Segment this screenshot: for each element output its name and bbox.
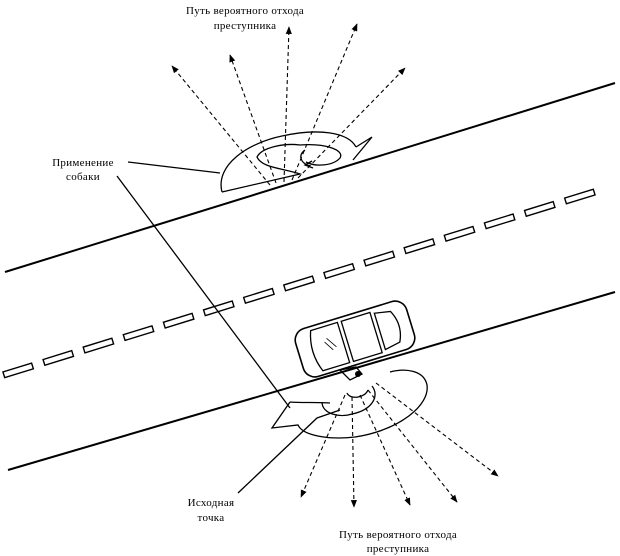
center-dash bbox=[483, 213, 516, 230]
escape-arrow bbox=[229, 54, 277, 184]
escape-arrow bbox=[300, 394, 346, 498]
start-label-line2: точка bbox=[198, 512, 225, 524]
center-dash bbox=[122, 324, 155, 342]
road-edge-lower bbox=[7, 291, 616, 471]
dog-label-line1: Применение bbox=[52, 157, 114, 169]
center-dash bbox=[523, 200, 556, 218]
center-dash bbox=[323, 262, 356, 280]
center-dash bbox=[443, 225, 476, 242]
escape-arrow bbox=[297, 67, 406, 179]
center-dash bbox=[202, 300, 235, 317]
center-dash bbox=[162, 312, 195, 329]
center-dash bbox=[563, 188, 596, 205]
escape-arrow bbox=[375, 382, 499, 477]
top-path-label-line2: преступника bbox=[214, 20, 277, 32]
top-tracking-sweep bbox=[220, 131, 373, 193]
top-path-label-line1: Путь вероятного отхода bbox=[186, 5, 304, 17]
center-dash bbox=[82, 337, 115, 354]
road-center-dashes bbox=[2, 188, 596, 379]
escape-arrow bbox=[350, 396, 357, 508]
car-roof bbox=[340, 311, 383, 363]
bottom-path-label-line1: Путь вероятного отхода bbox=[339, 529, 457, 541]
center-dash bbox=[2, 362, 35, 379]
start-label-leader bbox=[237, 409, 341, 494]
center-dash bbox=[242, 287, 275, 305]
escape-arrow bbox=[291, 23, 358, 181]
road-edge-upper bbox=[4, 82, 616, 273]
start-point-marker bbox=[338, 366, 364, 381]
car-rear-window bbox=[373, 310, 402, 351]
top-escape-arrows bbox=[171, 23, 406, 186]
escape-arrow bbox=[171, 65, 271, 186]
dog-leader-line bbox=[116, 175, 291, 409]
escape-arrow bbox=[367, 389, 458, 503]
dog-label-line2: собаки bbox=[66, 171, 100, 183]
dog-label-leader bbox=[127, 161, 221, 174]
center-dash bbox=[282, 275, 316, 292]
center-dash bbox=[363, 250, 396, 267]
bottom-escape-arrows bbox=[300, 382, 499, 508]
bottom-path-label-line2: преступника bbox=[367, 543, 430, 555]
escape-arrow bbox=[283, 26, 292, 183]
center-dash bbox=[403, 238, 436, 255]
center-dash bbox=[42, 349, 75, 367]
escape-arrow bbox=[359, 394, 411, 506]
car bbox=[294, 300, 416, 378]
start-label-line1: Исходная bbox=[188, 497, 235, 509]
